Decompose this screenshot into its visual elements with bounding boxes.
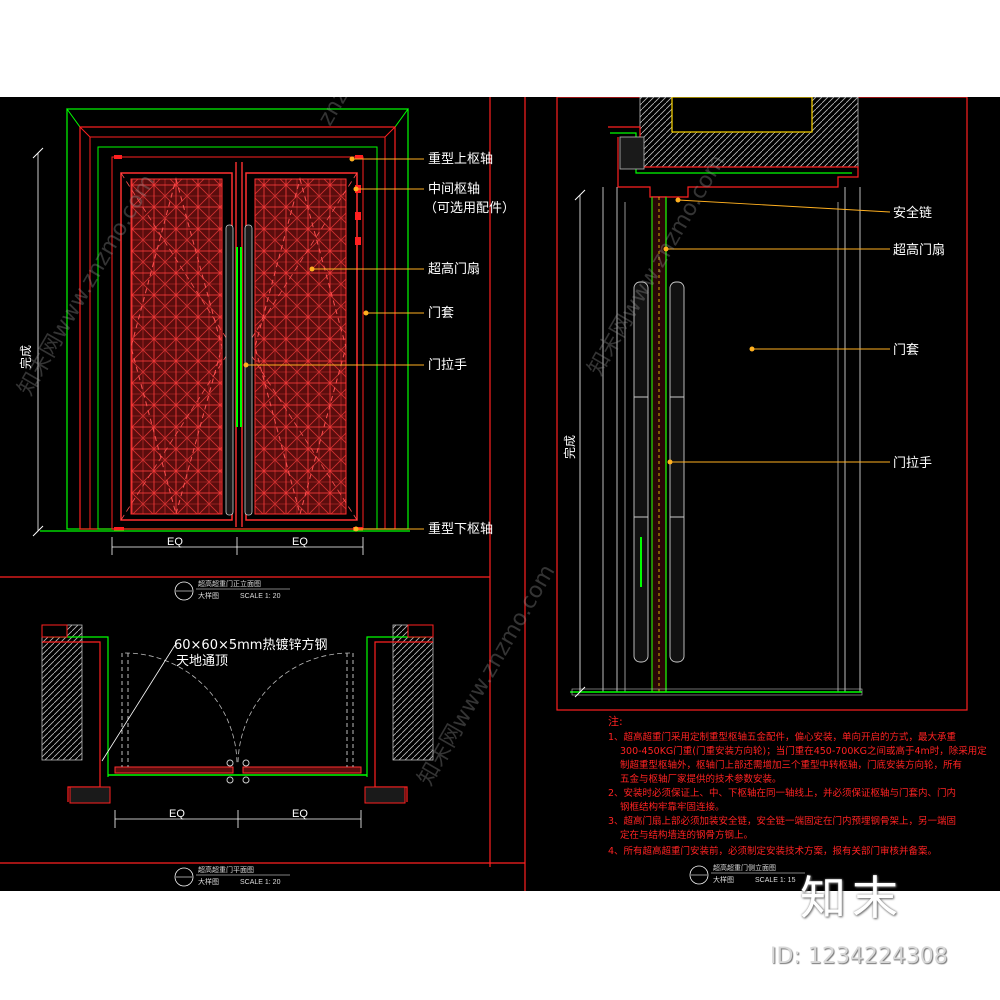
note-line: 五金与枢轴厂家提供的技术参数安装。 — [620, 773, 782, 785]
front-title-block: 超高超重门正立面图 大样图 SCALE 1: 20 — [174, 579, 290, 601]
plan-subtitle: 大样图 — [198, 877, 219, 886]
sheet-borders — [0, 97, 968, 891]
note-line: 2、安装时必须保证上、中、下枢轴在同一轴线上，并必须保证枢轴与门套内、门内 — [608, 787, 956, 799]
note-line: 4、所有超高超重门安装前，必须制定安装技术方案，报有关部门审核并备案。 — [608, 845, 937, 857]
note-line: 1、超高超重门采用定制重型枢轴五金配件，偏心安装，单向开启的方式，最大承重 — [608, 731, 957, 743]
section-height-dimension: 完成 — [562, 435, 577, 459]
callout-optional-accessory: （可选用配件） — [424, 201, 515, 216]
section-callout-door-leaf: 超高门扇 — [893, 242, 945, 258]
brand-logo: 知末 — [800, 871, 904, 925]
note-line: 定在与结构墙连的钢骨方钢上。 — [620, 829, 753, 841]
note-line: 300-450KG门重(门重安装方向轮)；当门重在450-700KG之间或高于4… — [620, 745, 987, 757]
section-leaders — [666, 199, 891, 463]
callout-heavy-bottom-pivot: 重型下枢轴 — [428, 521, 493, 537]
section-callout-door-casing: 门套 — [893, 342, 919, 358]
callout-middle-pivot: 中间枢轴 — [428, 182, 480, 197]
front-eq-left: EQ — [167, 536, 183, 548]
section-scale: SCALE 1: 15 — [755, 877, 796, 884]
section-title: 超高超重门侧立面图 — [713, 863, 776, 872]
callout-door-handle: 门拉手 — [428, 358, 467, 373]
front-elevation: 完成 EQ EQ 重型上枢轴 中间枢轴 （可选用配件） 超高门扇 门套 门拉手 … — [18, 108, 515, 601]
plan-callout-floor-to-ceiling: 天地通顶 — [176, 654, 228, 669]
front-scale: SCALE 1: 20 — [240, 593, 281, 600]
construction-notes: 注: 1、超高超重门采用定制重型枢轴五金配件，偏心安装，单向开启的方式，最大承重… — [608, 714, 987, 857]
section-subtitle: 大样图 — [713, 875, 734, 884]
note-line: 制超重型枢轴外，枢轴门上部还需增加三个重型中转枢轴，门底安装方向轮，所有 — [620, 759, 962, 771]
watermark-text: znzmo.com — [314, 97, 398, 130]
image-id: ID: 1234224308 — [770, 944, 948, 969]
front-title: 超高超重门正立面图 — [198, 579, 261, 588]
front-leaders — [246, 158, 424, 530]
plan-callout-steel-tube: 60×60×5mm热镀锌方钢 — [174, 637, 327, 653]
note-line: 3、超高门扇上部必须加装安全链，安全链一端固定在门内预埋钢骨架上，另一端固 — [608, 815, 956, 827]
front-height-dimension: 完成 — [18, 345, 33, 369]
plan-title: 超高超重门平面图 — [198, 865, 254, 874]
callout-tall-door-leaf: 超高门扇 — [428, 261, 480, 277]
front-subtitle: 大样图 — [198, 591, 219, 600]
plan-scale: SCALE 1: 20 — [240, 879, 281, 886]
front-eq-right: EQ — [292, 536, 308, 548]
section-callout-safety-chain: 安全链 — [893, 205, 932, 221]
callout-door-casing: 门套 — [428, 305, 454, 321]
door-handles — [225, 224, 253, 516]
cad-drawing: 完成 EQ EQ 重型上枢轴 中间枢轴 （可选用配件） 超高门扇 门套 门拉手 … — [0, 97, 987, 891]
section-handles — [633, 281, 685, 663]
plan-title-block: 超高超重门平面图 大样图 SCALE 1: 20 — [174, 865, 290, 887]
plan-view: 60×60×5mm热镀锌方钢 天地通顶 EQ EQ 超高超重门平面图 大样图 S… — [41, 624, 434, 887]
notes-heading: 注: — [608, 714, 623, 728]
section-view: 完成 安全链 超高门扇 门套 门拉手 — [562, 97, 945, 698]
cad-drawing-canvas: 完成 EQ EQ 重型上枢轴 中间枢轴 （可选用配件） 超高门扇 门套 门拉手 … — [0, 97, 1000, 891]
plan-eq-right: EQ — [292, 808, 308, 820]
callout-heavy-top-pivot: 重型上枢轴 — [428, 151, 493, 167]
plan-eq-left: EQ — [169, 808, 185, 820]
note-line: 钢框结构牢靠牢固连接。 — [620, 801, 725, 813]
watermark-text: 知末网www.znzmo.com — [414, 561, 561, 790]
section-callout-door-handle: 门拉手 — [893, 456, 932, 471]
section-title-block: 超高超重门侧立面图 大样图 SCALE 1: 15 — [689, 863, 805, 885]
